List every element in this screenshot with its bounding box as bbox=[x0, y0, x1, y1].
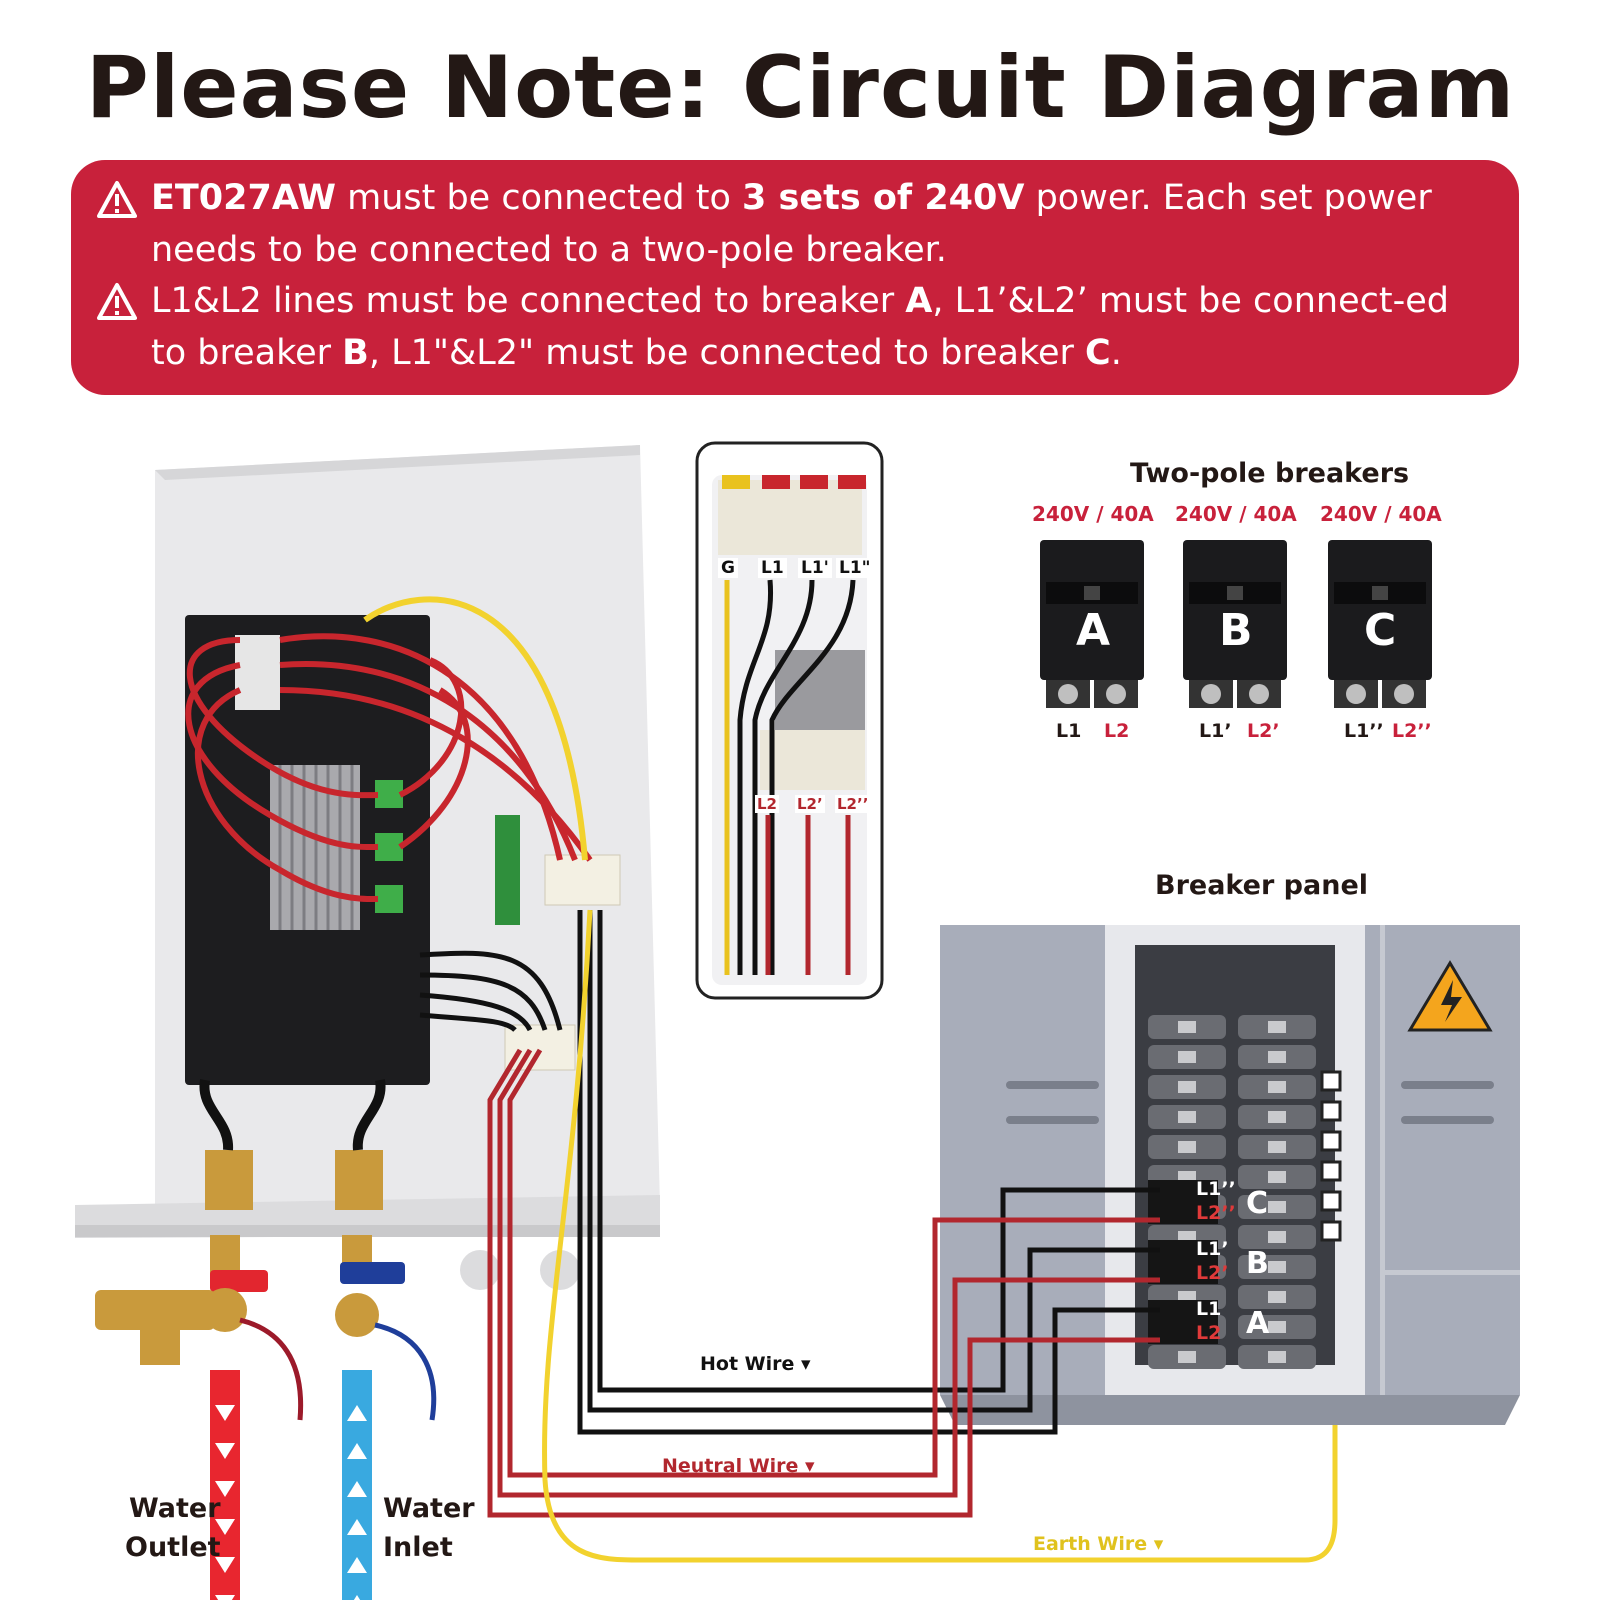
neutral-wire-label: Neutral Wire ▾ bbox=[662, 1455, 815, 1477]
panel-l1-label: L1’’ bbox=[1196, 1178, 1236, 1200]
terminal-label-top: G bbox=[718, 558, 738, 578]
panel-l2-label: L2’ bbox=[1196, 1262, 1229, 1284]
earth-wire-label: Earth Wire ▾ bbox=[1033, 1533, 1164, 1555]
breaker-terminal-l2: L2’ bbox=[1247, 720, 1280, 742]
flow-up-arrow bbox=[347, 1405, 367, 1421]
water-outlet-label: Water Outlet bbox=[125, 1489, 221, 1567]
breaker-letter: A bbox=[1076, 605, 1111, 656]
flow-up-arrow bbox=[353, 1595, 361, 1600]
breaker-rating: 240V / 40A bbox=[1175, 502, 1297, 526]
page-title: Please Note: Circuit Diagram bbox=[85, 38, 1516, 138]
panel-breaker-letter: B bbox=[1246, 1246, 1269, 1281]
two-pole-breakers bbox=[1040, 540, 1432, 708]
panel-l1-label: L1 bbox=[1196, 1298, 1222, 1320]
power-sets: 3 sets of 240V bbox=[742, 178, 1025, 218]
panel-breaker-letter: C bbox=[1246, 1186, 1269, 1221]
notice-text: . bbox=[1110, 333, 1122, 373]
breaker-terminal-l1: L1’ bbox=[1199, 720, 1232, 742]
breaker-letter: C bbox=[1364, 605, 1397, 656]
flow-down-arrow bbox=[215, 1481, 235, 1497]
model-number: ET027AW bbox=[151, 178, 336, 218]
terminal-label-top: L1' bbox=[798, 558, 832, 578]
flow-down-arrow bbox=[215, 1557, 235, 1573]
breaker-ref: C bbox=[1085, 333, 1111, 373]
breaker-ref: A bbox=[905, 281, 933, 321]
flow-arrows bbox=[215, 1405, 367, 1600]
earth-wire bbox=[542, 909, 1338, 1563]
flow-up-arrow bbox=[347, 1481, 367, 1497]
water-inlet-label: Water Inlet bbox=[383, 1489, 475, 1567]
notice-line-1: ET027AW must be connected to 3 sets of 2… bbox=[151, 172, 1491, 276]
breaker-rating: 240V / 40A bbox=[1032, 502, 1154, 526]
notice-text: power. Each set power needs to be connec… bbox=[151, 178, 1432, 270]
terminal-label-top: L1" bbox=[836, 558, 874, 578]
warning-icon bbox=[97, 283, 137, 320]
breaker-panel bbox=[940, 925, 1520, 1425]
breaker-terminal-l1: L1’’ bbox=[1344, 720, 1384, 742]
breaker-a-icon bbox=[1040, 540, 1144, 708]
breaker-ref: B bbox=[342, 333, 369, 373]
flow-up-arrow bbox=[347, 1443, 367, 1459]
terminal-label-bottom: L2’ bbox=[795, 795, 825, 813]
notice-text: must be connected to bbox=[335, 178, 742, 218]
panel-l2-label: L2 bbox=[1196, 1322, 1222, 1344]
neutral-wires bbox=[487, 1048, 1160, 1518]
breaker-terminal-l2: L2 bbox=[1104, 720, 1130, 742]
breaker-terminal-l1: L1 bbox=[1056, 720, 1082, 742]
panel-l2-label: L2’’ bbox=[1196, 1202, 1236, 1224]
flow-down-arrow bbox=[215, 1443, 235, 1459]
flow-up-arrow bbox=[347, 1519, 367, 1535]
panel-l1-label: L1’ bbox=[1196, 1238, 1229, 1260]
terminal-label-bottom: L2 bbox=[755, 795, 779, 813]
terminal-label-bottom: L2’’ bbox=[835, 795, 871, 813]
water-heater-unit bbox=[75, 445, 660, 1290]
notice-line-2: L1&L2 lines must be connected to breaker… bbox=[151, 275, 1491, 379]
panel-title: Breaker panel bbox=[1155, 870, 1369, 901]
warning-icon bbox=[97, 181, 137, 218]
breaker-b-icon bbox=[1183, 540, 1287, 708]
breaker-c-icon bbox=[1328, 540, 1432, 708]
flow-up-arrow bbox=[347, 1557, 367, 1573]
water-inlet-line1: Water bbox=[383, 1493, 475, 1524]
water-outlet-pipe bbox=[95, 1235, 304, 1600]
breaker-rating: 240V / 40A bbox=[1320, 502, 1442, 526]
terminal-label-top: L1 bbox=[758, 558, 787, 578]
flow-down-arrow bbox=[215, 1595, 235, 1600]
notice-banner: ET027AW must be connected to 3 sets of 2… bbox=[71, 160, 1519, 395]
notice-text: , L1"&L2" must be connected to breaker bbox=[368, 333, 1086, 373]
hot-wires bbox=[577, 910, 1160, 1435]
warning-icon bbox=[1407, 960, 1493, 1032]
flow-down-arrow bbox=[215, 1405, 235, 1421]
breaker-terminal-l2: L2’’ bbox=[1392, 720, 1432, 742]
terminal-block-inset bbox=[695, 441, 884, 1000]
water-outlet-line1: Water bbox=[128, 1493, 221, 1524]
hot-wire-label: Hot Wire ▾ bbox=[700, 1353, 811, 1375]
panel-breaker-letter: A bbox=[1246, 1306, 1270, 1341]
water-outlet-line2: Outlet bbox=[125, 1532, 221, 1563]
water-inlet-line2: Inlet bbox=[383, 1532, 453, 1563]
notice-text: L1&L2 lines must be connected to breaker bbox=[151, 281, 906, 321]
notice-text: , L1’&L2’ must be connect-ed to breaker bbox=[151, 281, 1449, 373]
flow-down-arrow bbox=[215, 1519, 235, 1535]
breaker-letter: B bbox=[1219, 605, 1253, 656]
breakers-title: Two-pole breakers bbox=[1130, 458, 1410, 489]
